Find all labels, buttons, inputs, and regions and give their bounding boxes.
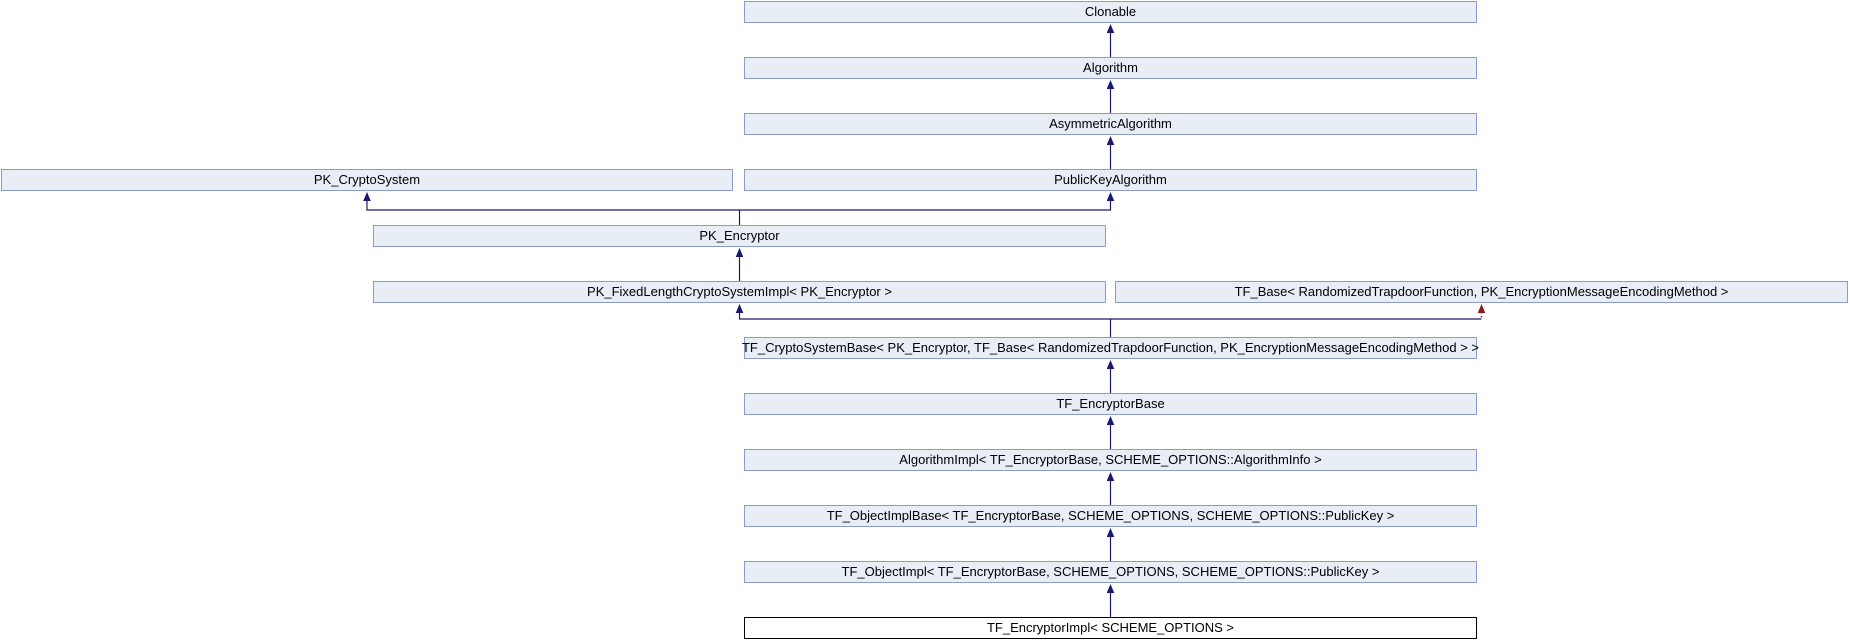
node-tf-objectimpl[interactable]: TF_ObjectImpl< TF_EncryptorBase, SCHEME_…	[744, 561, 1477, 583]
node-tf-base[interactable]: TF_Base< RandomizedTrapdoorFunction, PK_…	[1115, 281, 1848, 303]
node-pk-fixedlength-cryptosystemimpl[interactable]: PK_FixedLengthCryptoSystemImpl< PK_Encry…	[373, 281, 1106, 303]
edge-tfencryptorimpl-to-tfobjectimpl	[1106, 584, 1115, 617]
edge-pkencryptor-to-pkcryptosystem-and-publickeyalgorithm	[363, 192, 1115, 225]
edge-tfobjectimplbase-to-algorithmimpl	[1106, 472, 1115, 505]
node-pk-encryptor[interactable]: PK_Encryptor	[373, 225, 1106, 247]
edge-asymmetricalgorithm-to-algorithm	[1106, 80, 1115, 113]
edge-tfcryptosystembase-to-tfbase-private	[1477, 304, 1486, 320]
node-tf-encryptorimpl-focus: TF_EncryptorImpl< SCHEME_OPTIONS >	[744, 617, 1477, 639]
node-publickey-algorithm[interactable]: PublicKeyAlgorithm	[744, 169, 1477, 191]
node-tf-cryptosystembase[interactable]: TF_CryptoSystemBase< PK_Encryptor, TF_Ba…	[742, 337, 1479, 359]
node-algorithmimpl[interactable]: AlgorithmImpl< TF_EncryptorBase, SCHEME_…	[744, 449, 1477, 471]
node-clonable[interactable]: Clonable	[744, 1, 1477, 23]
node-pk-cryptosystem[interactable]: PK_CryptoSystem	[1, 169, 733, 191]
edge-algorithmimpl-to-tfencryptorbase	[1106, 416, 1115, 449]
edge-algorithm-to-clonable	[1106, 24, 1115, 57]
edge-tfcryptosystembase-to-pkfixedlengthcryptosystemimpl	[735, 304, 1482, 337]
edge-tfencryptorbase-to-tfcryptosystembase	[1106, 360, 1115, 393]
edge-publickeyalgorithm-to-asymmetricalgorithm	[1106, 136, 1115, 169]
edge-tfobjectimpl-to-tfobjectimplbase	[1106, 528, 1115, 561]
node-tf-encryptorbase[interactable]: TF_EncryptorBase	[744, 393, 1477, 415]
edge-pkfixedlengthcryptosystemimpl-to-pkencryptor	[735, 248, 744, 281]
node-algorithm[interactable]: Algorithm	[744, 57, 1477, 79]
node-asymmetric-algorithm[interactable]: AsymmetricAlgorithm	[744, 113, 1477, 135]
node-tf-objectimplbase[interactable]: TF_ObjectImplBase< TF_EncryptorBase, SCH…	[744, 505, 1477, 527]
